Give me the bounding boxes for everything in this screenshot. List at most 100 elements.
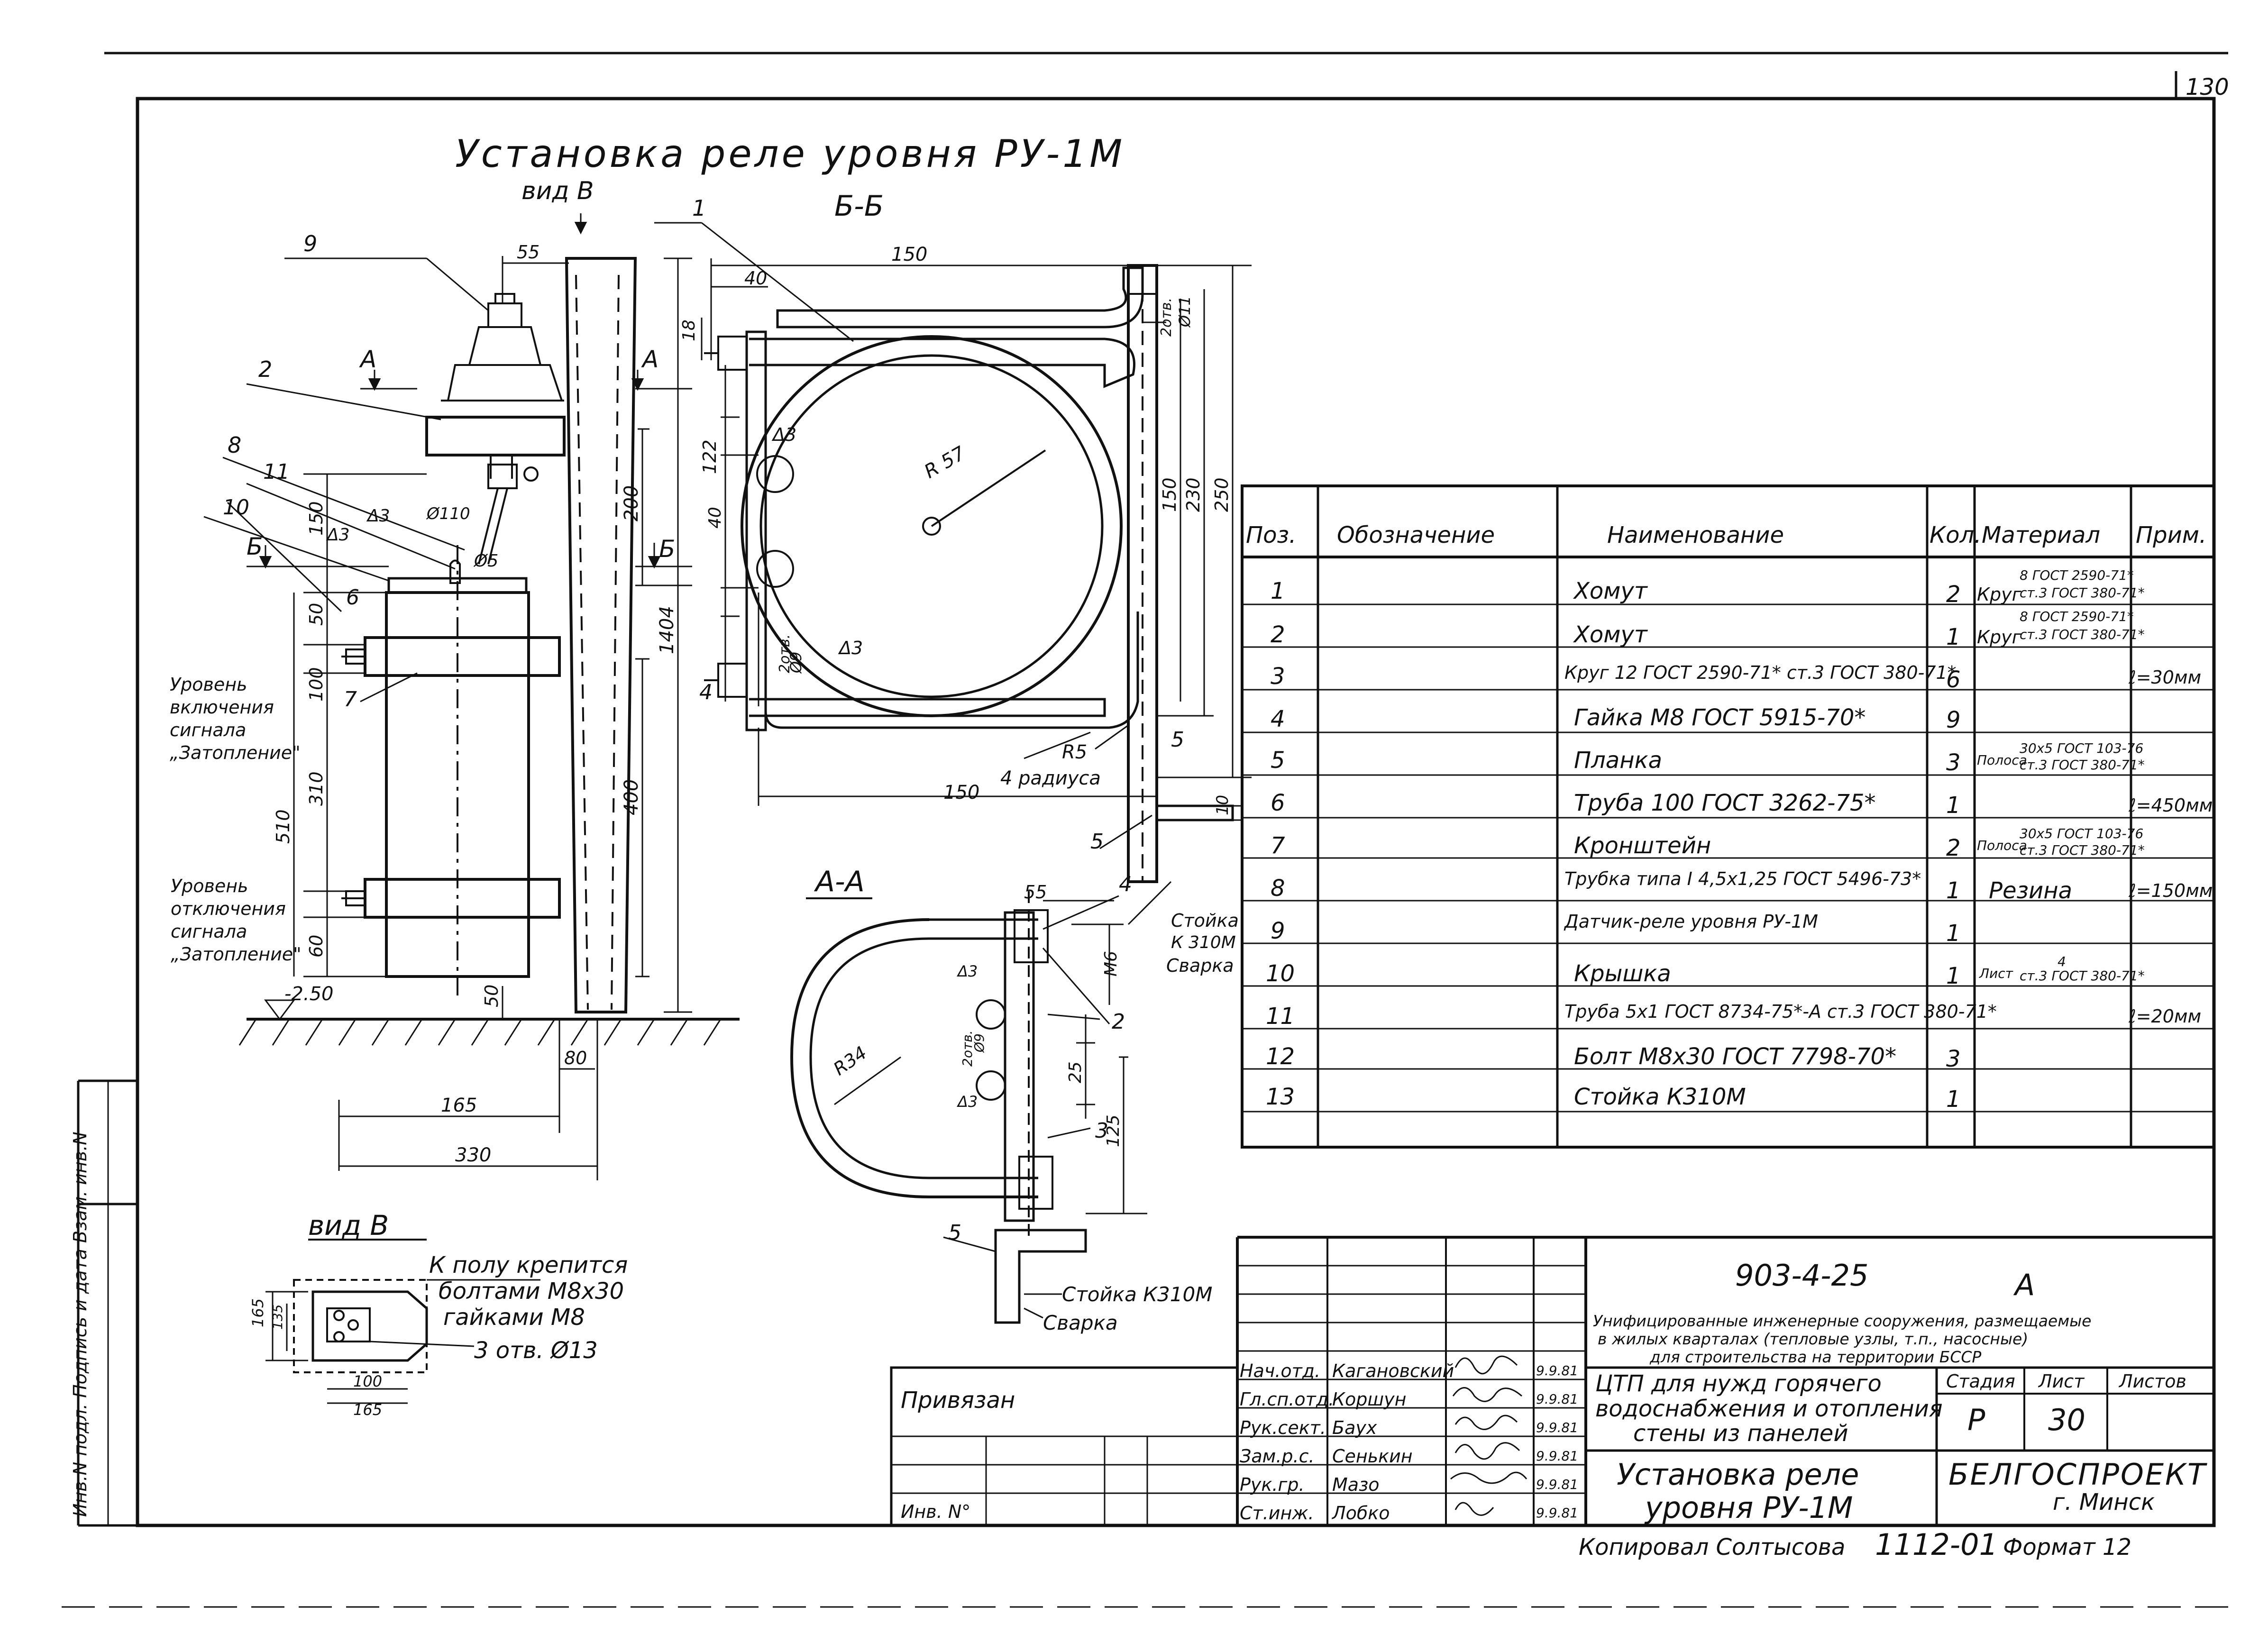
callout-5a: 5 (1171, 728, 1184, 752)
section-b-left-letter: Б (247, 533, 263, 560)
th-designation: Обозначение (1337, 522, 1495, 548)
row8-mat: Резина (1989, 877, 2072, 904)
dim-165: 165 (441, 1095, 477, 1116)
row6-pos: 6 (1271, 790, 1285, 816)
aa-stand-label: Стойка К310М (1062, 1283, 1212, 1306)
row4-pos: 4 (1271, 706, 1285, 732)
callout-8: 8 (228, 432, 241, 458)
spec-table: Поз. Обозначение Наименование Кол. Матер… (1242, 486, 2214, 1147)
stand-label-2: К 310М (1171, 933, 1236, 952)
off-level-label: Уровень отключения сигнала „Затопление" (171, 877, 302, 963)
dim-delta3-main-a: Δ3 (366, 506, 390, 526)
row1-mat-top: 8 ГОСТ 2590-71* (2020, 567, 2134, 583)
row3-note: ℓ=30мм (2129, 667, 2202, 688)
callout-3: 3 (1095, 1119, 1108, 1143)
signer-date-5: 9.9.81 (1536, 1477, 1579, 1492)
dim-150: 150 (306, 501, 327, 536)
row4-qty: 9 (1946, 707, 1961, 733)
row5-qty: 3 (1946, 749, 1961, 776)
dim-bb-122: 122 (699, 439, 720, 474)
row7-qty: 2 (1946, 835, 1961, 861)
object-line-1: ЦТП для нужд горячего (1595, 1370, 1882, 1397)
view-v-d165: 165 (249, 1298, 267, 1327)
signer-role-3: Рук.сект. (1240, 1417, 1326, 1438)
signer-date-3: 9.9.81 (1536, 1420, 1579, 1435)
view-v-holes: 3 отв. Ø13 (474, 1337, 598, 1364)
th-note: Прим. (2136, 522, 2207, 548)
project-desc-1: Унифицированные инженерные сооружения, р… (1593, 1312, 2092, 1330)
dim-80: 80 (564, 1048, 587, 1068)
view-v-top: вид В (521, 177, 594, 205)
dim-bb-18: 18 (679, 319, 699, 341)
signer-date-4: 9.9.81 (1536, 1448, 1579, 1464)
dim-aa-delta3-b: Δ3 (956, 1093, 978, 1111)
dim-bb-d11: Ø11 (1176, 296, 1194, 328)
row7-mat-bot: ст.3 ГОСТ 380-71* (2020, 842, 2145, 858)
row2-name: Хомут (1574, 621, 1647, 648)
section-b-right-letter: Б (659, 535, 675, 563)
row5-mat-top: 30х5 ГОСТ 103-76 (2020, 740, 2144, 756)
dim-r57: R 57 (921, 442, 969, 483)
row3-pos: 3 (1271, 663, 1285, 690)
row7-mat-prefix: Полоса (1977, 838, 2027, 853)
th-name: Наименование (1607, 522, 1784, 548)
off-level-line4: „Затопление" (171, 944, 302, 965)
dim-bb-40b: 40 (705, 507, 725, 529)
dim-400: 400 (621, 779, 642, 815)
off-level-line2: отключения (171, 898, 286, 919)
sheets-header: Листов (2119, 1371, 2186, 1392)
row3-qty: 6 (1946, 666, 1961, 693)
stage-header: Стадия (1946, 1371, 2015, 1392)
row2-mat-top: 8 ГОСТ 2590-71* (2020, 609, 2134, 624)
row7-mat-top: 30х5 ГОСТ 103-76 (2020, 826, 2144, 841)
callout-5b: 5 (1090, 830, 1104, 854)
row10-mat-prefix: Лист (1979, 966, 2013, 981)
page-title: Установка реле уровня РУ-1М (455, 132, 1125, 176)
row2-mat-bot: ст.3 ГОСТ 380-71* (2020, 627, 2145, 642)
stage-value: Р (1967, 1403, 1985, 1437)
dim-d110: Ø110 (426, 504, 470, 523)
dim-bb-150: 150 (891, 244, 927, 265)
row4-name: Гайка М8 ГОСТ 5915-70* (1574, 704, 1866, 731)
callout-10: 10 (223, 495, 249, 520)
row2-mat-prefix: Круг (1977, 627, 2021, 648)
row5-pos: 5 (1271, 747, 1285, 774)
doc-code: 903-4-25 (1735, 1258, 1869, 1293)
row9-name: Датчик-реле уровня РУ-1М (1564, 911, 1818, 932)
row10-pos: 10 (1266, 960, 1295, 987)
view-v-d135: 135 (270, 1305, 285, 1330)
signer-role-6: Ст.инж. (1240, 1503, 1314, 1524)
side-stamp: Инв.N подл. Подпись и дата Взам. инв.N (70, 1132, 91, 1517)
callout-4b: 4 (1119, 872, 1132, 896)
dim-aa-m6: М6 (1101, 951, 1121, 977)
row5-name: Планка (1574, 747, 1662, 774)
callout-5c: 5 (948, 1221, 961, 1245)
dim-1404: 1404 (656, 606, 678, 654)
project-desc-2: в жилых кварталах (тепловые узлы, т.п., … (1598, 1330, 2029, 1348)
copy-number: 1112-01 (1875, 1527, 1998, 1562)
dim-50b: 50 (481, 985, 502, 1007)
dim-50a: 50 (306, 603, 327, 626)
signer-name-3: Баух (1332, 1417, 1377, 1438)
callout-4: 4 (699, 680, 713, 704)
dim-delta3-main-b: Δ3 (326, 525, 350, 545)
dim-aa-d9: Ø9 (971, 1033, 987, 1053)
signer-role-5: Рук.гр. (1240, 1474, 1305, 1495)
dim-bb-radii4: 4 радиуса (1000, 767, 1101, 789)
signer-name-1: Кагановский (1332, 1360, 1454, 1381)
dim-bb-delta3-a: Δ3 (771, 424, 796, 445)
row10-mat-bot: ст.3 ГОСТ 380-71* (2020, 968, 2145, 984)
dim-60: 60 (306, 935, 327, 958)
dim-bb-holes-top: 2отв. (1158, 298, 1175, 337)
section-aa-title: А-А (814, 865, 865, 898)
signer-date-6: 9.9.81 (1536, 1505, 1579, 1521)
dim-200: 200 (621, 485, 642, 521)
copied-by: Копировал Солтысова (1579, 1534, 1846, 1561)
view-v-note-2: болтами М8х30 (439, 1278, 624, 1305)
row10-name: Крышка (1574, 960, 1671, 987)
row7-name: Кронштейн (1574, 832, 1711, 859)
dim-55: 55 (517, 242, 540, 263)
bound-label: Привязан (901, 1387, 1015, 1414)
row12-pos: 12 (1266, 1043, 1295, 1070)
